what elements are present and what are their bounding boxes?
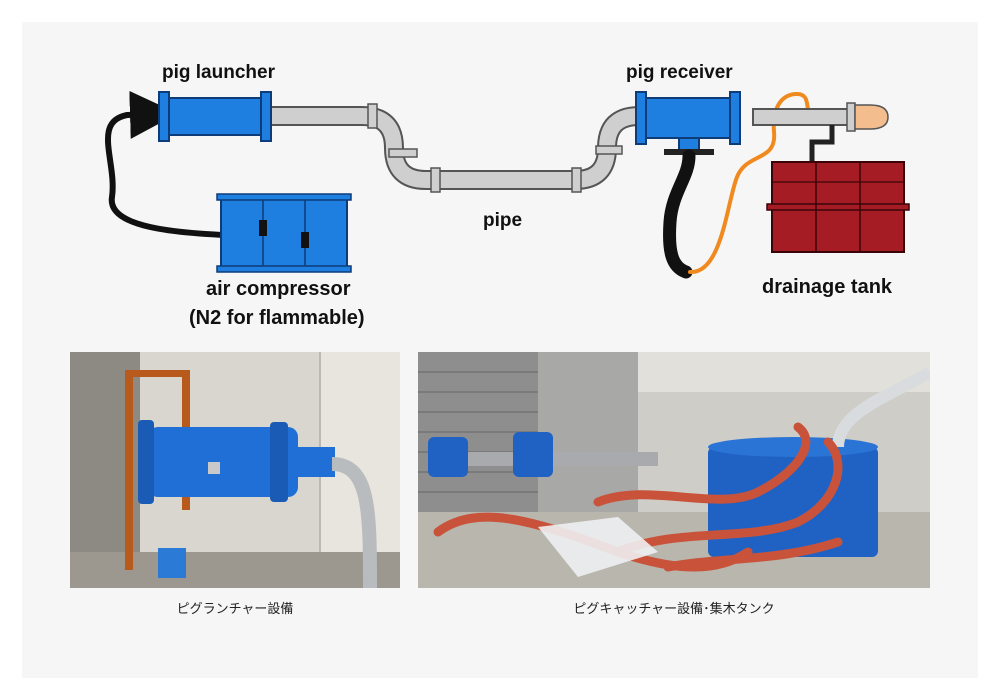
pig-launcher-caption: ピグランチャー設備: [176, 602, 294, 617]
pig-receiver: [635, 91, 741, 155]
main-pipe: [265, 103, 649, 193]
air-hose: [105, 90, 255, 239]
pig-launcher-label: pig launcher: [162, 62, 275, 83]
pipe-flange: [367, 103, 378, 129]
air-compressor-label: air compressor: [206, 278, 351, 300]
drain-hose-orange: [688, 91, 814, 275]
pig-launcher-photo: [70, 352, 400, 588]
pig-receiver-label: pig receiver: [626, 62, 733, 83]
pig-receiver-caption: ピグキャッチャー設備･集木タンク: [573, 602, 775, 617]
pig-receiver-photo: [418, 352, 930, 588]
air-compressor-note: (N2 for flammable): [189, 307, 365, 329]
drain-inlet-pipe: [752, 102, 889, 164]
drain-hose-black: [663, 149, 696, 279]
pipe-label: pipe: [483, 210, 523, 231]
pipe-flange: [571, 167, 582, 193]
drainage-tank: [766, 161, 910, 253]
pigging-schematic: [105, 90, 910, 279]
pipe-flange: [388, 148, 418, 158]
pipe-flange: [430, 167, 441, 193]
pipe-flange: [595, 145, 623, 155]
pig-launcher: [158, 91, 272, 142]
drainage-tank-label: drainage tank: [762, 276, 893, 298]
page-frame: pig launcher pig receiver pipe air compr…: [22, 22, 978, 678]
air-compressor: [216, 193, 352, 273]
